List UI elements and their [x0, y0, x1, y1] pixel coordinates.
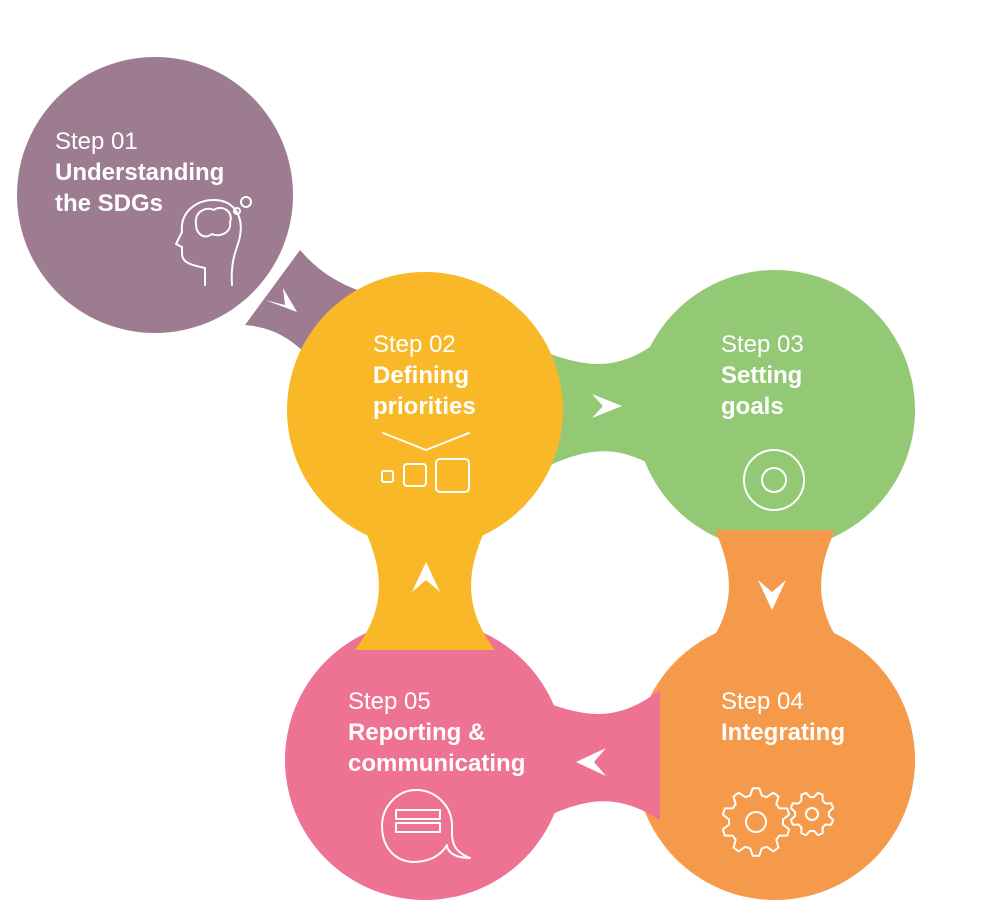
step-05-text: Step 05 Reporting & communicating — [348, 688, 525, 777]
step-04-text: Step 04 Integrating — [721, 688, 845, 746]
step-03-shape — [540, 270, 915, 550]
step-04-shape — [635, 530, 915, 900]
arrow-step01-to-step02 — [265, 288, 297, 312]
step-01-shape — [17, 57, 388, 372]
step-02-shape — [287, 272, 563, 650]
step-05-number: Step 05 — [348, 688, 431, 715]
arrow-step02-to-step03 — [592, 394, 622, 418]
arrow-step03-to-step04 — [758, 580, 786, 610]
speech-bubble-icon — [381, 789, 471, 863]
step-02-text: Step 02 Defining priorities — [373, 331, 476, 420]
gears-icon — [721, 787, 835, 857]
arrow-step04-to-step05 — [576, 748, 606, 776]
step-03-title-line-2: goals — [721, 393, 784, 420]
step-05-title-line-1: Reporting & — [348, 719, 485, 746]
step-03-number: Step 03 — [721, 331, 804, 358]
step-04-number: Step 04 — [721, 688, 804, 715]
step-02-title-line-1: Defining — [373, 362, 469, 389]
arrow-step05-to-step02 — [412, 562, 440, 592]
step-03-text: Step 03 Setting goals — [721, 331, 804, 420]
head-brain-icon — [175, 196, 252, 286]
step-01-title-line-2: the SDGs — [55, 190, 163, 217]
gear-large-outline — [721, 787, 791, 857]
step-05-title-line-2: communicating — [348, 750, 525, 777]
gear-small-hub — [805, 807, 819, 821]
step-01-number: Step 01 — [55, 128, 138, 155]
gear-large-hub — [745, 811, 767, 833]
step-03-title-line-1: Setting — [721, 362, 802, 389]
step-01-title-line-1: Understanding — [55, 159, 224, 186]
step-02-number: Step 02 — [373, 331, 456, 358]
target-icon — [743, 449, 805, 511]
step-04-title-line-1: Integrating — [721, 719, 845, 746]
gear-small-outline — [789, 791, 835, 837]
priority-boxes-icon — [381, 432, 470, 493]
step-02-title-line-2: priorities — [373, 393, 476, 420]
step-01-text: Step 01 Understanding the SDGs — [55, 128, 224, 217]
